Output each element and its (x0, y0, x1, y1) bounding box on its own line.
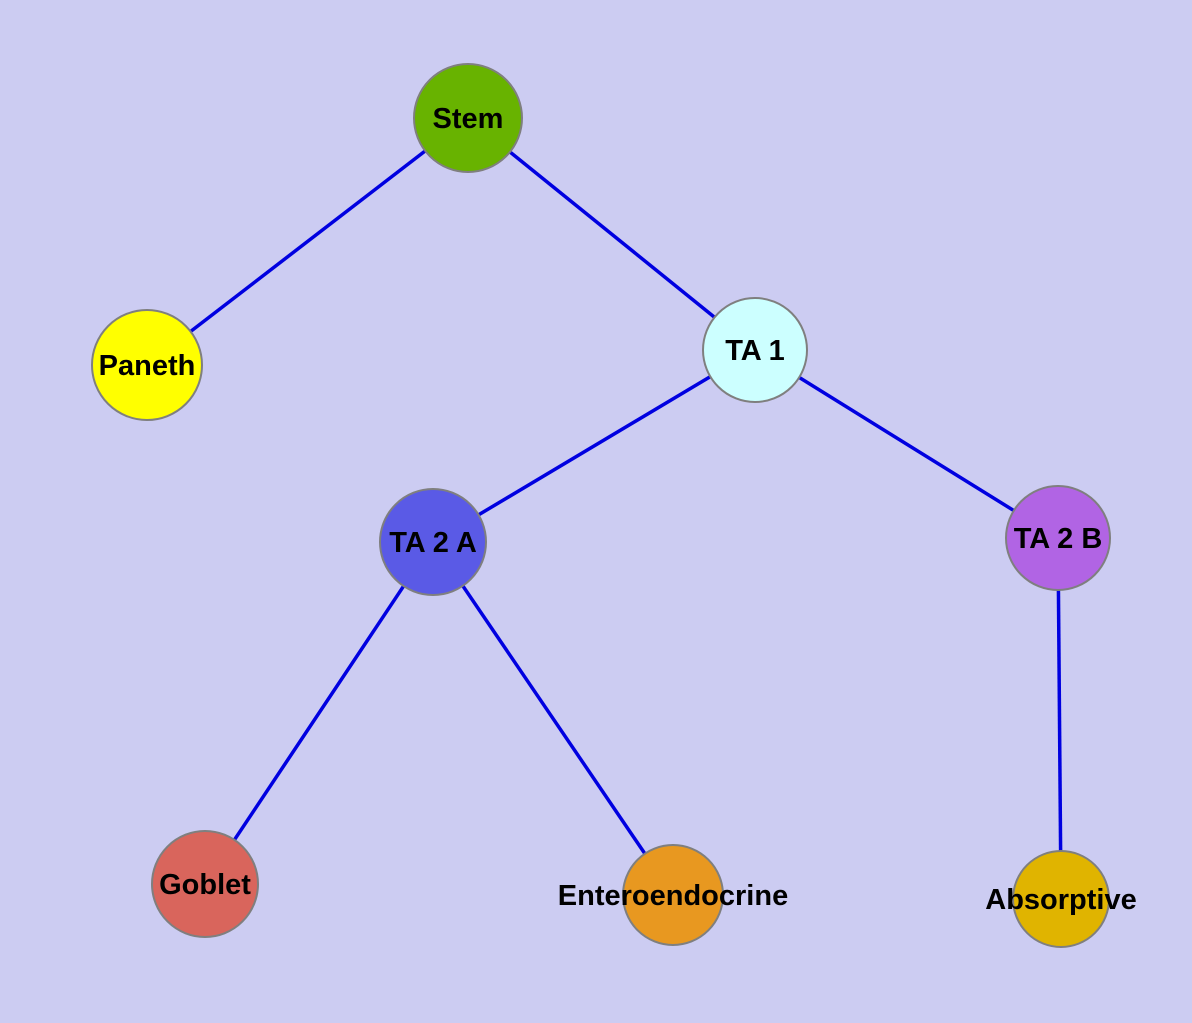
node-label-goblet: Goblet (159, 869, 251, 901)
node-paneth[interactable]: Paneth (91, 309, 203, 421)
node-ta1[interactable]: TA 1 (702, 297, 808, 403)
node-label-absorptive: Absorptive (985, 884, 1136, 916)
edge-stem-ta1 (466, 116, 757, 352)
edge-ta1-ta2a (432, 348, 756, 544)
node-ta2b[interactable]: TA 2 B (1005, 485, 1111, 591)
node-circle-ta1[interactable] (702, 297, 808, 403)
edge-stem-paneth (145, 116, 470, 367)
edge-ta1-ta2b (754, 348, 1059, 540)
node-label-enteroendocrine: Enteroendocrine (558, 880, 788, 912)
node-stem[interactable]: Stem (413, 63, 523, 173)
edge-ta2a-enteroendocrine (431, 541, 675, 896)
node-circle-ta2a[interactable] (379, 488, 487, 596)
node-circle-ta2b[interactable] (1005, 485, 1111, 591)
edge-ta2b-absorptive (1056, 537, 1063, 900)
node-circle-absorptive[interactable] (1012, 850, 1110, 948)
node-circle-stem[interactable] (413, 63, 523, 173)
node-ta2a[interactable]: TA 2 A (379, 488, 487, 596)
node-label-stem: Stem (433, 103, 504, 135)
node-label-ta1: TA 1 (725, 335, 785, 367)
node-circle-goblet[interactable] (151, 830, 259, 938)
node-label-ta2a: TA 2 A (389, 527, 477, 559)
node-circle-paneth[interactable] (91, 309, 203, 421)
node-goblet[interactable]: Goblet (151, 830, 259, 938)
node-label-paneth: Paneth (99, 350, 196, 382)
node-absorptive[interactable]: Absorptive (985, 850, 1137, 948)
edge-ta2a-goblet (203, 541, 435, 885)
node-circle-enteroendocrine[interactable] (622, 844, 724, 946)
node-enteroendocrine[interactable]: Enteroendocrine (558, 844, 788, 946)
node-label-ta2b: TA 2 B (1014, 523, 1103, 555)
